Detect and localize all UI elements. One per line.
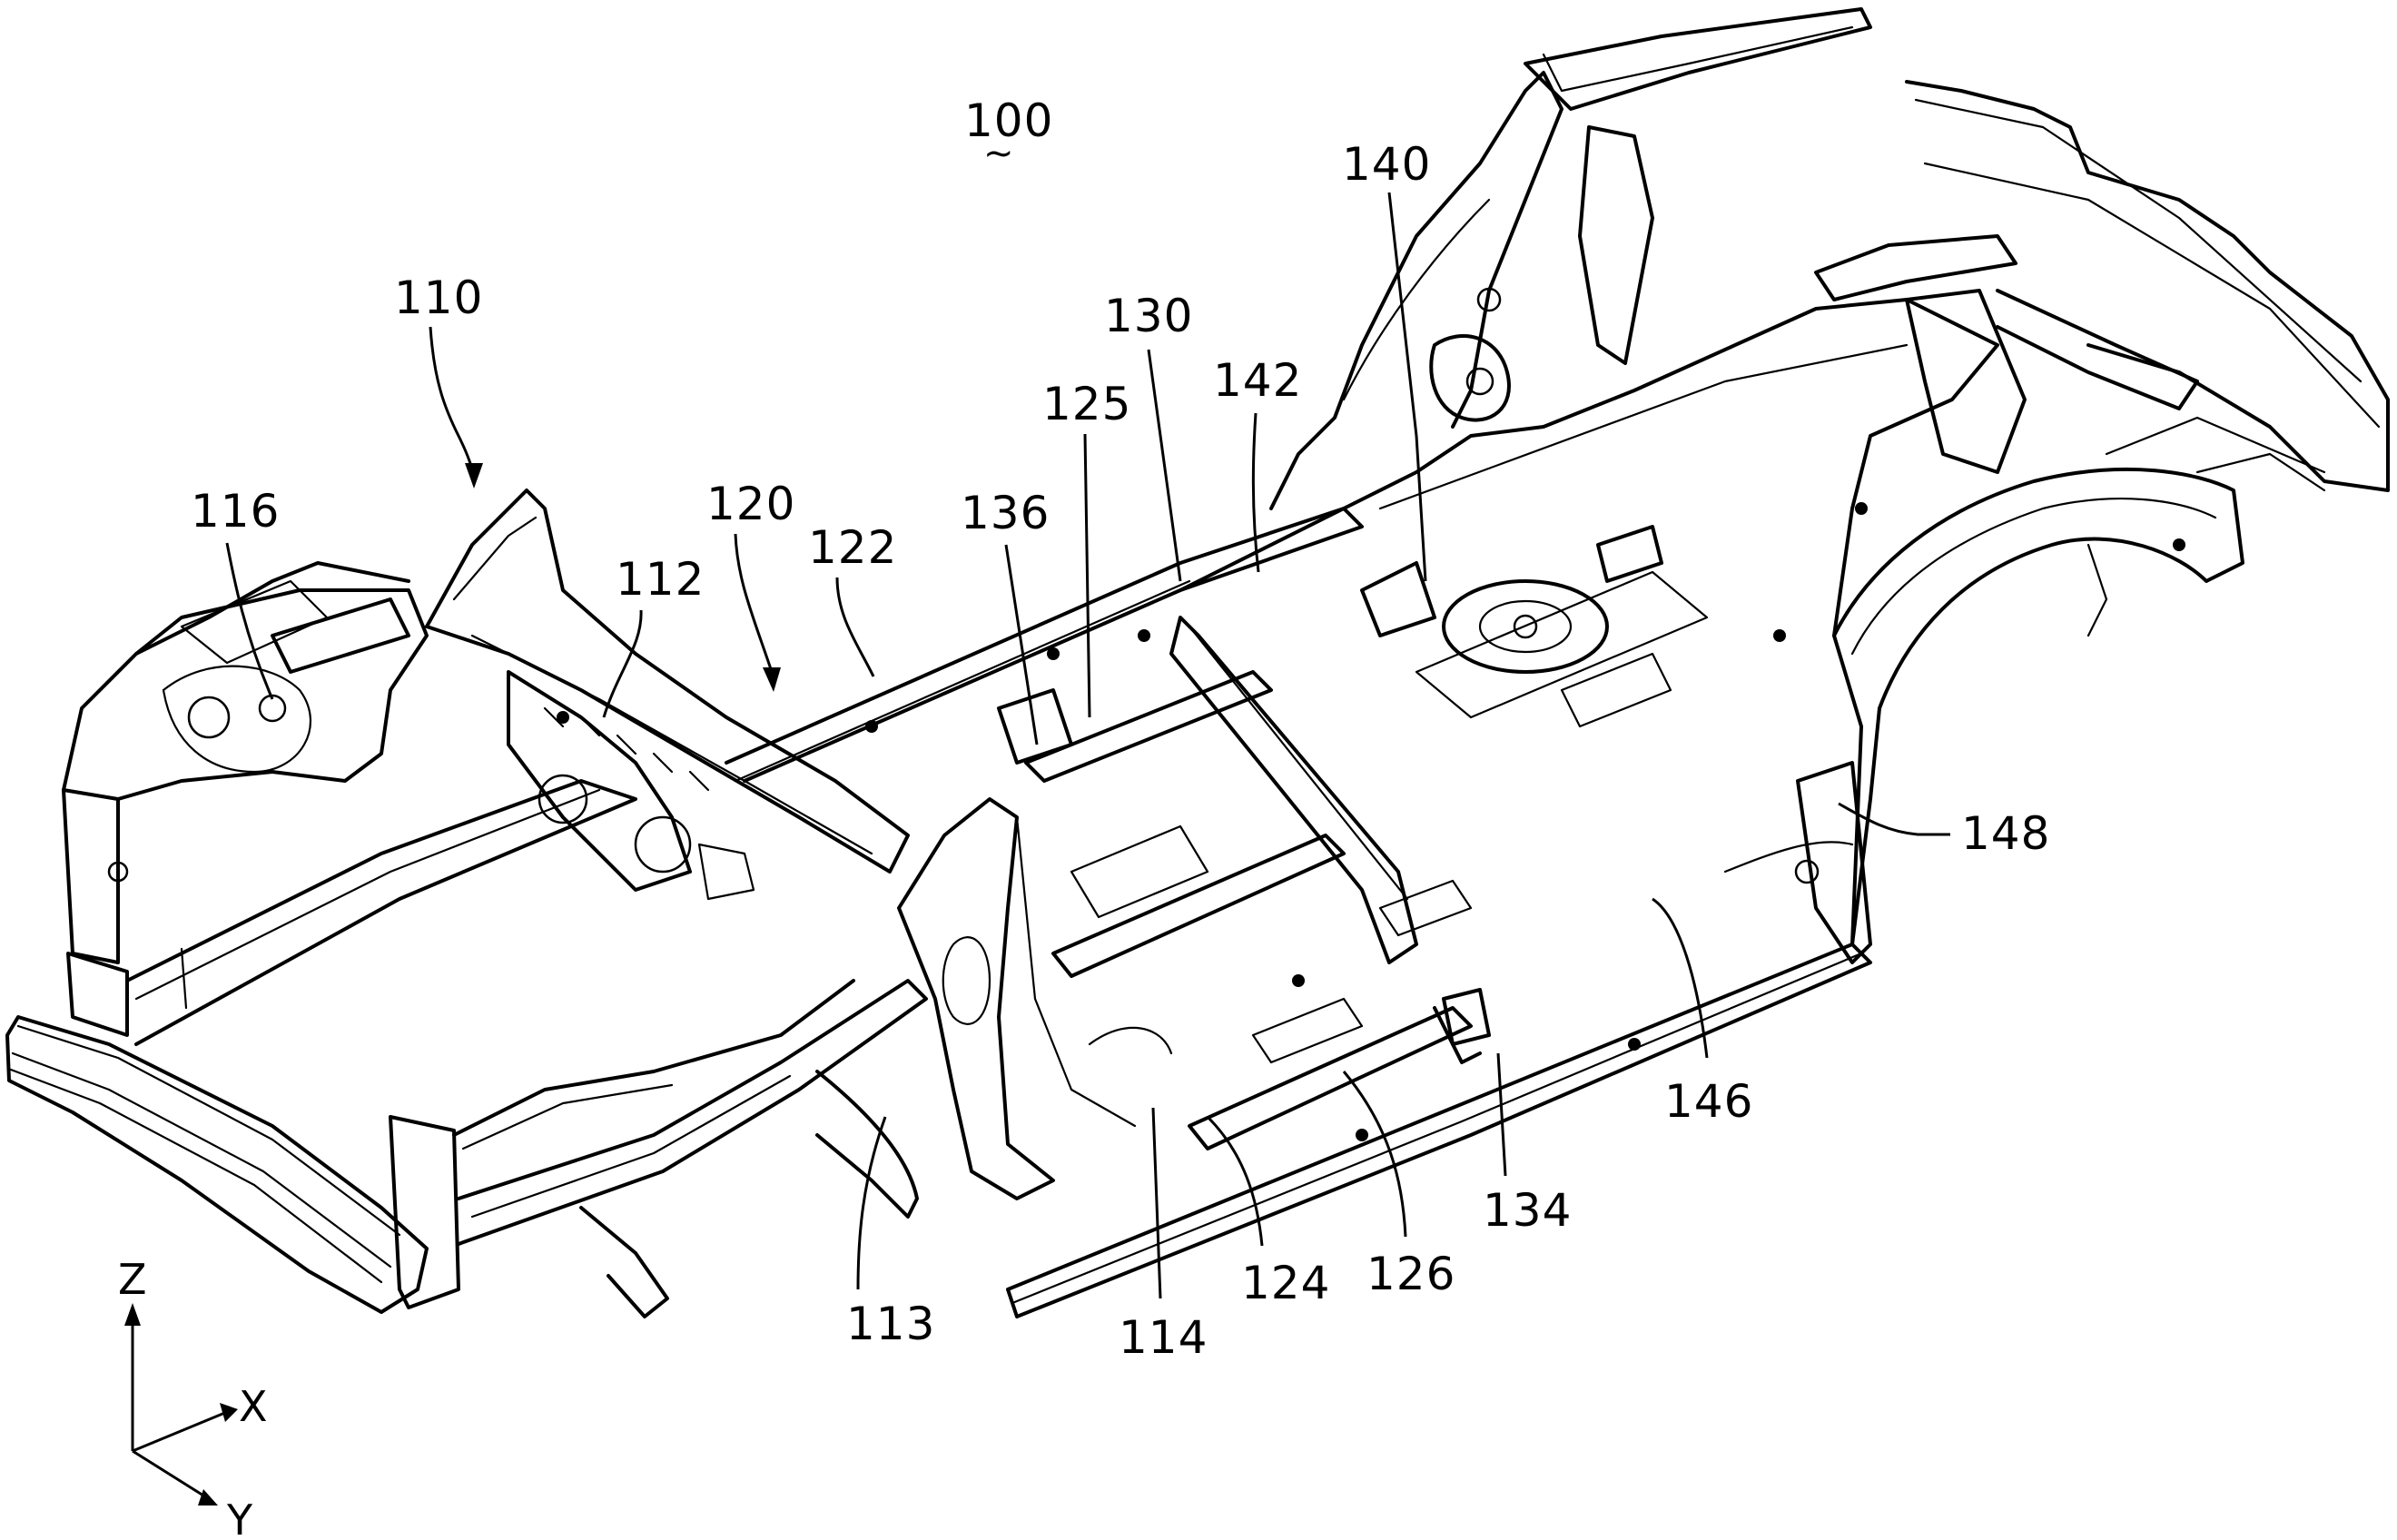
ref-label-116: 116 bbox=[191, 485, 280, 538]
callout-120: 120 bbox=[706, 478, 795, 692]
ref-label-136: 136 bbox=[961, 487, 1050, 539]
coordinate-axes: Z X Y bbox=[118, 1255, 268, 1540]
callout-142: 142 bbox=[1213, 354, 1302, 573]
ref-label-112: 112 bbox=[616, 553, 705, 606]
reference-callouts: 100 ~ 110 116 112 120 122 bbox=[191, 94, 2050, 1364]
callout-112: 112 bbox=[602, 553, 705, 718]
callout-148: 148 bbox=[1838, 802, 2050, 860]
callout-140: 140 bbox=[1342, 138, 1431, 582]
ref-label-114: 114 bbox=[1119, 1311, 1208, 1364]
callout-146: 146 bbox=[1652, 897, 1753, 1128]
front-hinge-pillar bbox=[815, 797, 1137, 1219]
ref-label-124: 124 bbox=[1241, 1257, 1330, 1309]
z-axis-arrow-icon bbox=[124, 1303, 141, 1326]
rear-right-wheelhouse bbox=[1723, 467, 2244, 964]
z-axis-label: Z bbox=[118, 1255, 147, 1304]
rear-end-panel bbox=[1814, 80, 2390, 492]
callout-110: 110 bbox=[394, 271, 483, 489]
rear-left-wheelhouse bbox=[1269, 7, 1872, 510]
ref-label-126: 126 bbox=[1366, 1248, 1455, 1300]
ref-label-122: 122 bbox=[808, 521, 897, 574]
callout-126: 126 bbox=[1342, 1071, 1455, 1300]
front-left-shock-tower bbox=[62, 561, 429, 883]
arrow-head-icon bbox=[465, 463, 483, 489]
ref-label-100: 100 bbox=[964, 94, 1053, 147]
x-axis-arrow-icon bbox=[220, 1403, 238, 1422]
callout-134: 134 bbox=[1483, 1052, 1572, 1237]
ref-label-134: 134 bbox=[1483, 1184, 1572, 1237]
main-floor bbox=[725, 507, 1872, 1318]
dash-cowl-panel bbox=[425, 489, 910, 901]
ref-label-140: 140 bbox=[1342, 138, 1431, 191]
front-left-rail bbox=[62, 779, 637, 1046]
ref-label-130: 130 bbox=[1104, 290, 1193, 342]
callout-130: 130 bbox=[1104, 290, 1193, 582]
ref-label-148: 148 bbox=[1961, 807, 2050, 860]
callout-122: 122 bbox=[808, 521, 897, 677]
ref-label-110: 110 bbox=[394, 271, 483, 324]
ref-label-120: 120 bbox=[706, 478, 795, 530]
callout-124: 124 bbox=[1206, 1115, 1330, 1309]
y-axis-label: Y bbox=[226, 1496, 253, 1540]
ref-label-142: 142 bbox=[1213, 354, 1302, 407]
arrow-head-icon bbox=[763, 667, 781, 692]
y-axis-arrow-icon bbox=[198, 1489, 218, 1505]
ref-label-125: 125 bbox=[1042, 378, 1131, 430]
callout-100: 100 ~ bbox=[964, 94, 1053, 174]
ref-label-113: 113 bbox=[846, 1298, 935, 1350]
callout-125: 125 bbox=[1042, 378, 1131, 718]
rear-floor bbox=[1179, 298, 1999, 946]
frame-detail-marks bbox=[557, 502, 2185, 1141]
ref-label-146: 146 bbox=[1664, 1075, 1753, 1128]
callout-113: 113 bbox=[846, 1116, 935, 1350]
front-bumper-beam bbox=[5, 1015, 429, 1314]
x-axis-label: X bbox=[239, 1382, 268, 1431]
ref-underline-tilde: ~ bbox=[983, 133, 1015, 174]
callout-114: 114 bbox=[1119, 1107, 1208, 1364]
front-right-rail bbox=[389, 979, 928, 1318]
callout-116: 116 bbox=[191, 485, 280, 700]
vehicle-body-frame bbox=[5, 7, 2390, 1318]
callout-136: 136 bbox=[961, 487, 1050, 745]
